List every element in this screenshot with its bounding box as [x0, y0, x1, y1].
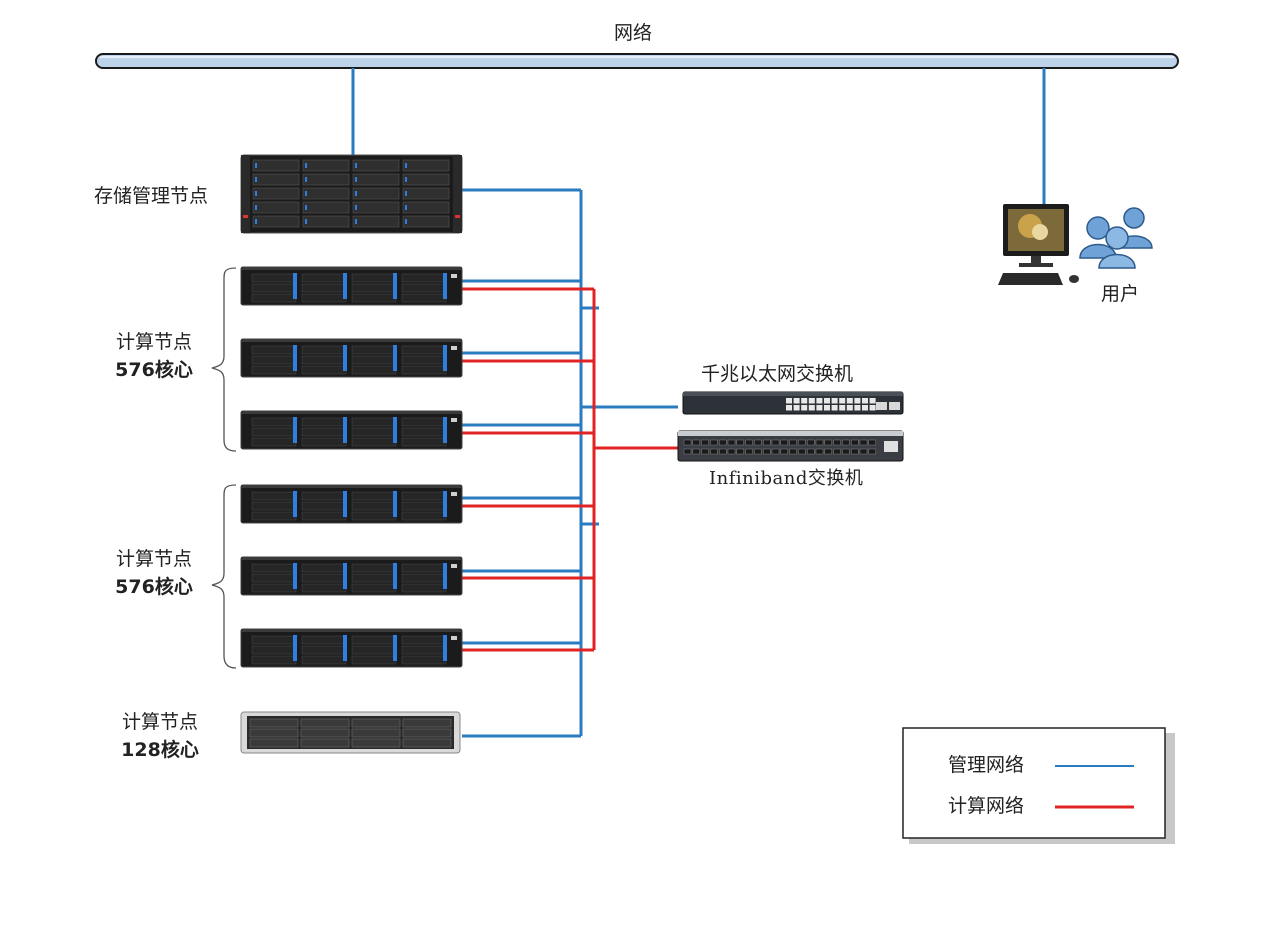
- management-network-links: [351, 68, 1046, 738]
- storage-node-label: 存储管理节点: [94, 185, 209, 207]
- compute-server-128: [240, 711, 461, 754]
- compute-server: [240, 338, 463, 378]
- compute-group-1-label: 计算节点 576核心: [102, 328, 206, 384]
- compute-server: [240, 628, 463, 668]
- network-bus-label: 网络: [614, 22, 653, 44]
- gigabit-ethernet-switch: [682, 391, 904, 415]
- ethernet-switch-label: 千兆以太网交换机: [701, 363, 854, 385]
- infiniband-switch: [677, 430, 904, 462]
- legend-compute-label: 计算网络: [948, 795, 1025, 817]
- compute-server-group: [240, 266, 463, 668]
- compute-single-label-line1: 计算节点: [121, 711, 198, 733]
- compute-group-2-label-line1: 计算节点: [115, 548, 192, 570]
- compute-group-1-label-line1: 计算节点: [115, 331, 192, 353]
- compute-single-label: 计算节点 128核心: [108, 708, 212, 764]
- compute-server: [240, 484, 463, 524]
- compute-group-2-label-line2: 576核心: [115, 576, 193, 598]
- infiniband-switch-label: Infiniband交换机: [709, 468, 864, 489]
- compute-group-2-label: 计算节点 576核心: [102, 545, 206, 601]
- compute-server: [240, 410, 463, 450]
- compute-group-braces: [211, 267, 237, 669]
- storage-server-rack: [240, 154, 463, 234]
- user-workstation-icon: [998, 204, 1079, 285]
- compute-network-links: [462, 287, 678, 652]
- compute-single-label-line2: 128核心: [121, 739, 199, 761]
- compute-server: [240, 266, 463, 306]
- compute-group-1-label-line2: 576核心: [115, 359, 193, 381]
- user-people-icon: [1079, 207, 1153, 269]
- legend: [902, 727, 1175, 844]
- legend-management-label: 管理网络: [948, 754, 1025, 776]
- user-label: 用户: [1101, 283, 1140, 305]
- compute-server: [240, 556, 463, 596]
- network-bus: [95, 53, 1179, 69]
